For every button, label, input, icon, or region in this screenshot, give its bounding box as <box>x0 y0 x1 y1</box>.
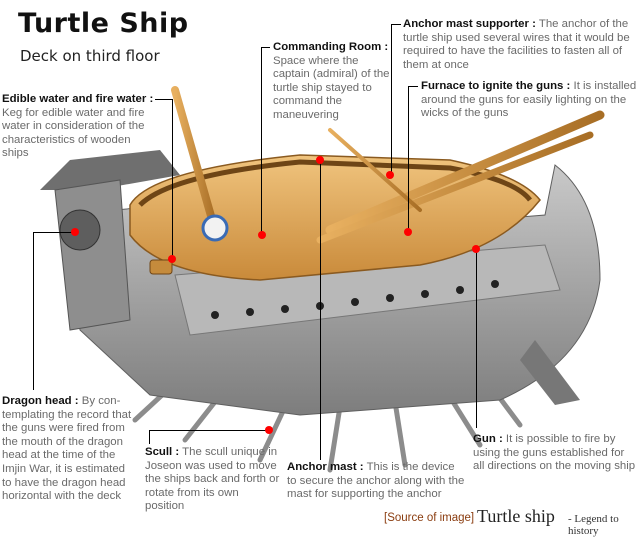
leader-line-anchor-mast <box>320 160 321 460</box>
leader-line-furnace <box>408 86 409 231</box>
leader-line-scull <box>149 430 269 431</box>
annotation-label: Dragon head : <box>2 395 79 407</box>
rudder <box>520 340 580 405</box>
marker-dragon-head[interactable] <box>71 228 79 236</box>
marker-edible-water[interactable] <box>168 255 176 263</box>
annotation-text: Space where the captain (admiral) of the… <box>273 54 390 121</box>
page-subtitle: Deck on third floor <box>20 47 160 65</box>
annotation-label: Anchor mast supporter : <box>403 18 536 30</box>
annotation-label: Edible water and fire water : <box>2 93 154 105</box>
annotation-label: Gun : <box>473 433 503 445</box>
stern-roof <box>40 150 180 190</box>
annotation-edible-water: Edible water and fire water : Keg for ed… <box>2 93 154 161</box>
annotation-text: By con- templating the record that the g… <box>2 395 132 503</box>
annotation-scull: Scull : The scull unique in Joseon was u… <box>145 446 280 514</box>
annotation-text: The anchor of the turtle ship used sever… <box>403 18 630 71</box>
leader-line-edible-water <box>172 99 173 259</box>
annotation-label: Furnace to ignite the guns : <box>421 80 571 92</box>
annotation-dragon-head: Dragon head : By con- templating the rec… <box>2 395 134 504</box>
leader-line-anchor-supporter <box>391 24 401 25</box>
annotation-commanding-room: Commanding Room : Space where the captai… <box>273 41 395 123</box>
deck-rail <box>138 159 532 207</box>
annotation-text: Keg for edible water and fire water in c… <box>2 106 145 160</box>
annotation-text: The scull unique in Joseon was used to m… <box>145 446 280 513</box>
bow-structure <box>54 179 131 331</box>
leader-line-furnace <box>408 86 418 87</box>
source-label: [Source of image] <box>384 512 475 524</box>
leader-line-anchor-supporter <box>391 24 392 174</box>
annotation-anchor-mast: Anchor mast : This is the device to secu… <box>287 461 467 502</box>
leader-line-dragon-head <box>33 232 73 233</box>
leader-line-commanding-room <box>261 47 270 48</box>
leader-line-gun <box>476 248 477 428</box>
leader-line-scull <box>149 430 150 444</box>
annotation-furnace: Furnace to ignite the guns : It is insta… <box>421 80 637 121</box>
source-title: Turtle ship <box>477 506 555 526</box>
page-title: Turtle Ship <box>18 8 189 39</box>
annotation-label: Anchor mast : <box>287 461 364 473</box>
source-subtitle: - Legend to history <box>568 513 619 537</box>
annotation-text: It is possible to fire by using the guns… <box>473 433 636 473</box>
leader-line-edible-water <box>155 99 173 100</box>
dragon-head-figure <box>59 209 101 251</box>
marker-furnace[interactable] <box>404 228 412 236</box>
annotation-text: It is installed around the guns for easi… <box>421 80 637 120</box>
annotation-anchor-mast-supporter: Anchor mast supporter : The anchor of th… <box>403 18 635 72</box>
marker-commanding-room[interactable] <box>258 231 266 239</box>
marker-scull[interactable] <box>265 426 273 434</box>
marker-anchor-supporter[interactable] <box>386 171 394 179</box>
drum <box>201 214 229 242</box>
annotation-text: This is the device to secure the anchor … <box>287 461 465 501</box>
annotation-label: Commanding Room : <box>273 41 389 53</box>
marker-gun[interactable] <box>472 245 480 253</box>
leader-line-dragon-head <box>33 232 34 390</box>
water-keg <box>149 259 173 275</box>
annotation-gun: Gun : It is possible to fire by using th… <box>473 433 638 474</box>
masts <box>171 86 605 244</box>
marker-anchor-mast[interactable] <box>316 156 324 164</box>
annotation-label: Scull : <box>145 446 180 458</box>
leader-line-commanding-room <box>261 47 262 235</box>
